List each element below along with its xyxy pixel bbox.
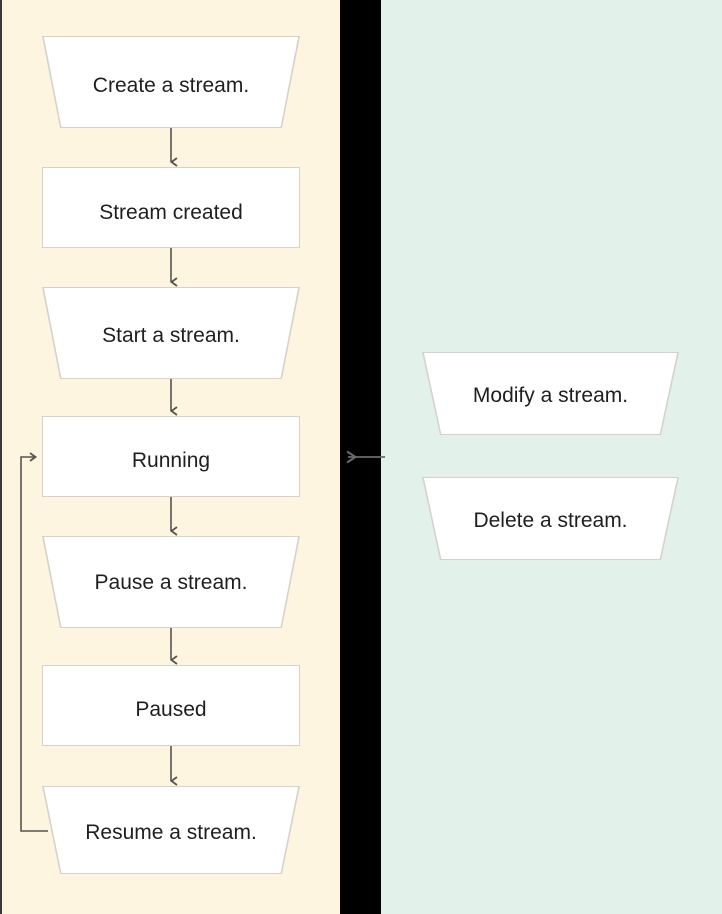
right-lane-background — [381, 0, 722, 914]
node-label: Modify a stream. — [472, 384, 629, 407]
node-label: Stream created — [99, 201, 243, 224]
node-stream-created[interactable]: Stream created — [42, 167, 300, 248]
node-resume-a-stream[interactable]: Resume a stream. — [42, 786, 300, 874]
node-label: Create a stream. — [92, 74, 250, 97]
trapezoid-fill — [43, 37, 299, 127]
trapezoid-fill — [43, 537, 299, 627]
node-delete-a-stream[interactable]: Delete a stream. — [422, 477, 679, 560]
node-paused[interactable]: Paused — [42, 665, 300, 746]
node-running[interactable]: Running — [42, 416, 300, 497]
trapezoid-fill — [423, 478, 678, 559]
trapezoid-fill — [43, 787, 299, 873]
lane-divider-gutter — [340, 0, 381, 914]
node-modify-a-stream[interactable]: Modify a stream. — [422, 352, 679, 435]
node-create-a-stream[interactable]: Create a stream. — [42, 36, 300, 128]
node-label: Resume a stream. — [85, 821, 257, 844]
node-label: Running — [131, 449, 211, 472]
node-label: Start a stream. — [102, 324, 240, 347]
trapezoid-fill — [43, 288, 299, 378]
node-pause-a-stream[interactable]: Pause a stream. — [42, 536, 300, 628]
node-label: Pause a stream. — [94, 571, 248, 594]
node-label: Paused — [135, 698, 207, 721]
node-label: Delete a stream. — [473, 509, 628, 532]
trapezoid-fill — [423, 353, 678, 434]
left-edge-strip — [0, 0, 2, 914]
node-start-a-stream[interactable]: Start a stream. — [42, 287, 300, 379]
